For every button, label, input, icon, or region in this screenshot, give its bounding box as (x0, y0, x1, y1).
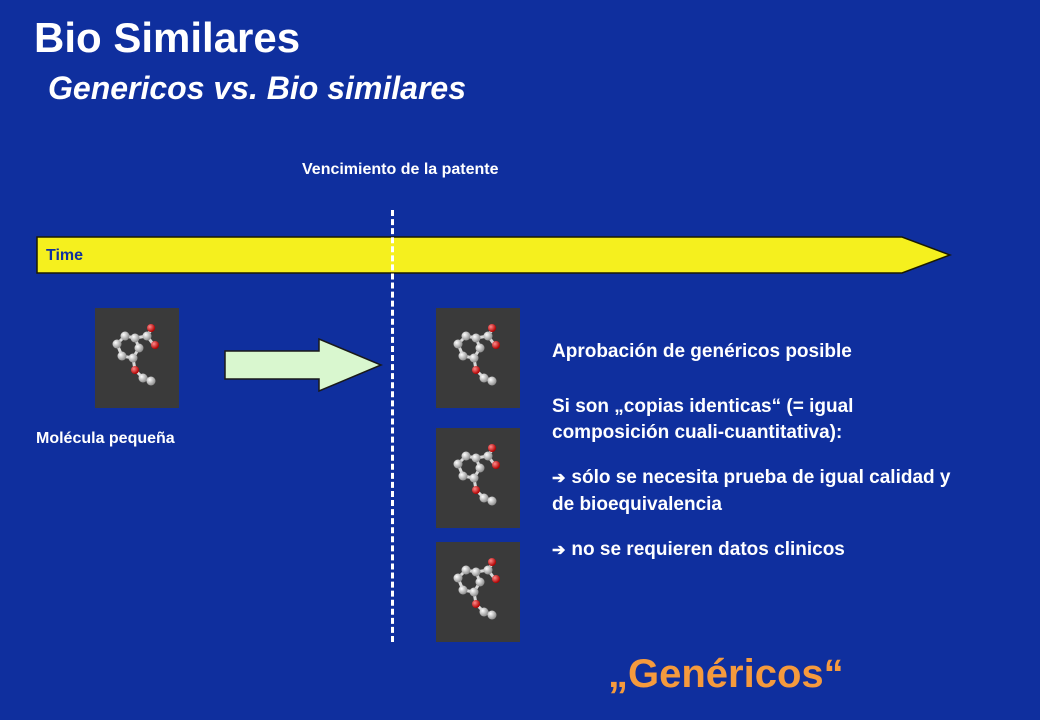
bullet-no-clinical-data: ➔ no se requieren datos clinicos (552, 537, 972, 564)
approval-text: Aprobación de genéricos posible (552, 341, 852, 362)
generics-heading: „Genéricos“ (608, 652, 844, 696)
small-molecule-label: Molécula pequeña (36, 430, 175, 447)
patent-expiry-label: Vencimiento de la patente (302, 161, 499, 178)
bullet-quality-bioequivalence: ➔sólo se necesita prueba de igual calida… (552, 465, 972, 518)
slide-title: Bio Similares (34, 14, 301, 61)
timeline-label: Time (46, 247, 84, 264)
timeline-arrow (36, 236, 952, 274)
right-arrow-icon (224, 338, 383, 392)
arrow-bullet-icon: ➔ (552, 542, 566, 559)
bullet-text: sólo se necesita prueba de igual calidad… (552, 467, 951, 515)
molecule-original-image (95, 308, 179, 408)
identical-copies-condition: Si son „copias identicas“ (= igual compo… (552, 396, 854, 443)
molecule-generic-image-2 (436, 428, 520, 528)
bullet-text: no se requieren datos clinicos (571, 539, 845, 560)
arrow-bullet-icon: ➔ (552, 470, 566, 487)
molecule-generic-image-3 (436, 542, 520, 642)
molecule-generic-image-1 (436, 308, 520, 408)
patent-expiry-line (391, 210, 394, 642)
slide-subtitle: Genericos vs. Bio similares (48, 70, 466, 106)
